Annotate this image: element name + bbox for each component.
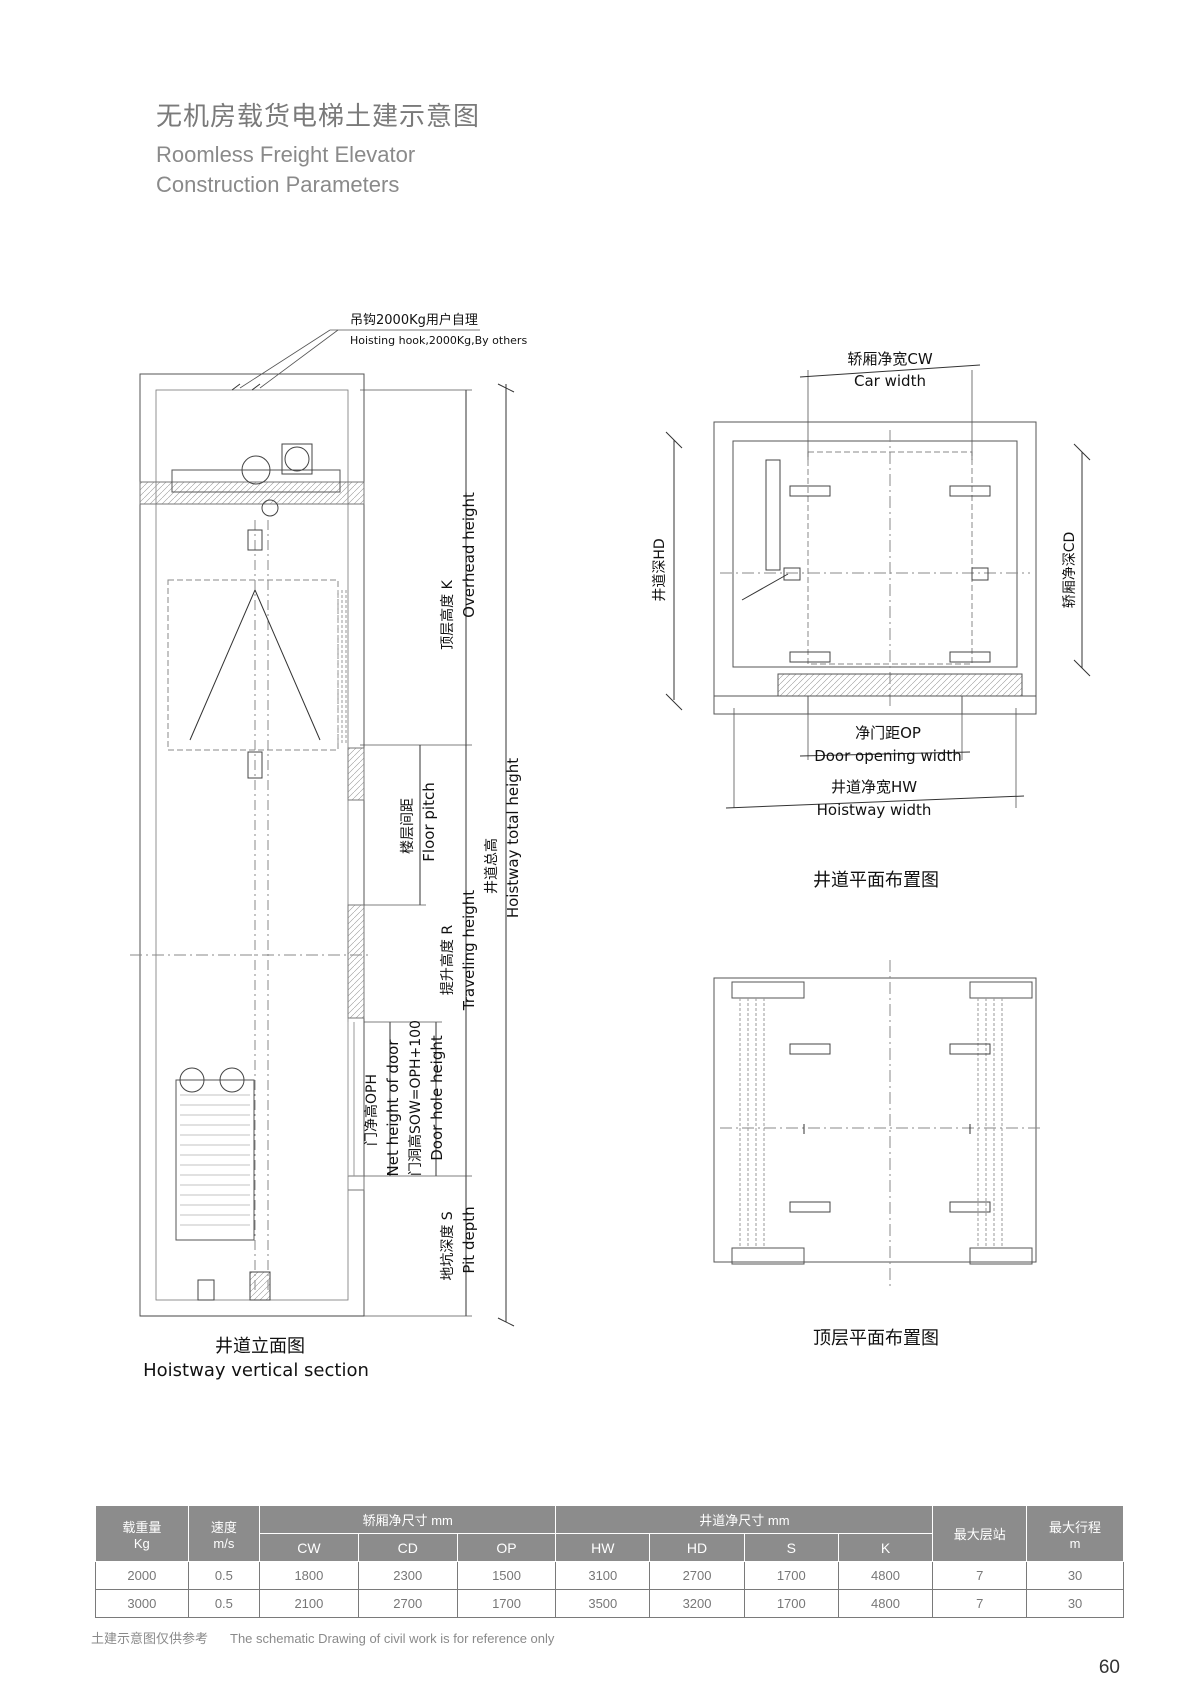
top-floor-plan-drawing <box>713 960 1040 1290</box>
header-speed-cn: 速度 <box>210 1519 237 1535</box>
hook-label-cn: 吊钩2000Kg用户自理 <box>350 312 478 328</box>
header-max-travel: 最大行程 m <box>1026 1505 1124 1562</box>
table-cell: 1700 <box>743 1589 839 1618</box>
pit-depth-label-cn: 地坑深度 S <box>440 1211 456 1280</box>
hoistway-plan-caption: 井道平面布置图 <box>813 870 939 891</box>
header-k: K <box>837 1533 934 1562</box>
table-cell: 2100 <box>259 1589 359 1618</box>
oph-label-en: Net height of door <box>384 1039 402 1177</box>
vertical-section-drawing <box>130 329 515 1327</box>
page-number: 60 <box>1098 1657 1120 1678</box>
table-cell: 2000 <box>95 1561 189 1590</box>
hoistway-width-label-cn: 井道净宽HW <box>831 778 917 796</box>
table-row: 2000 0.5 1800 2300 1500 3100 2700 1700 4… <box>95 1561 1124 1590</box>
table-cell: 3000 <box>95 1589 189 1618</box>
hoistway-depth-label: 井道深HD <box>652 538 668 601</box>
table-cell: 0.5 <box>187 1561 261 1590</box>
footnote: 土建示意图仅供参考 The schematic Drawing of civil … <box>91 1628 554 1647</box>
sow-label-cn: 门洞高SOW=OPH+100 <box>407 1020 424 1176</box>
car-width-label-en: Car width <box>854 372 926 390</box>
pit-depth-label-en: Pit depth <box>460 1206 478 1273</box>
vertical-section-caption-en: Hoistway vertical section <box>143 1360 369 1381</box>
header-speed-unit: m/s <box>213 1535 235 1551</box>
car-width-label-cn: 轿厢净宽CW <box>847 350 932 368</box>
header-max-travel-cn: 最大行程 <box>1049 1519 1102 1535</box>
table-cell: 1700 <box>456 1589 557 1618</box>
table-cell: 30 <box>1026 1561 1124 1590</box>
header-s: S <box>743 1533 839 1562</box>
header-hd: HD <box>649 1533 745 1562</box>
floor-pitch-label-cn: 楼层间距 <box>400 798 416 854</box>
table-cell: 3100 <box>555 1561 651 1590</box>
header-max-stops: 最大层站 <box>932 1505 1028 1562</box>
door-opening-label-cn: 净门距OP <box>855 724 921 742</box>
header-car-group: 轿厢净尺寸 mm <box>259 1505 557 1534</box>
floor-pitch-label-en: Floor pitch <box>420 782 438 861</box>
vertical-section-caption-cn: 井道立面图 <box>215 1336 305 1357</box>
table-row: 3000 0.5 2100 2700 1700 3500 3200 1700 4… <box>95 1589 1124 1618</box>
header-cd: CD <box>357 1533 458 1562</box>
table-cell: 3200 <box>649 1589 745 1618</box>
header-speed: 速度 m/s <box>187 1505 261 1562</box>
sow-label-en: Door hole height <box>428 1035 446 1161</box>
footnote-cn: 土建示意图仅供参考 <box>91 1632 209 1647</box>
title-en-line2: Construction Parameters <box>156 172 400 197</box>
overhead-label-en: Overhead height <box>460 492 478 618</box>
hoistway-width-label-en: Hoistway width <box>817 801 932 819</box>
travel-height-label-cn: 提升高度 R <box>439 925 456 995</box>
table-cell: 4800 <box>837 1589 934 1618</box>
total-height-label-cn: 井道总高 <box>483 838 500 894</box>
page-title-cn: 无机房载货电梯土建示意图 <box>156 102 481 132</box>
overhead-label-cn: 顶层高度 K <box>439 579 456 649</box>
spec-table: 载重量 Kg 速度 m/s 轿厢净尺寸 mm 井道净尺寸 mm 最大层站 最大行… <box>95 1505 1124 1618</box>
table-cell: 30 <box>1026 1589 1124 1618</box>
table-cell: 0.5 <box>187 1589 261 1618</box>
header-shaft-group: 井道净尺寸 mm <box>555 1505 934 1534</box>
table-cell: 2700 <box>649 1561 745 1590</box>
header-max-travel-unit: m <box>1069 1535 1081 1551</box>
header-load: 载重量 Kg <box>95 1505 189 1562</box>
hoistway-plan-drawing <box>665 364 1091 809</box>
title-en-line1: Roomless Freight Elevator <box>156 142 416 167</box>
header-hw: HW <box>555 1533 651 1562</box>
top-floor-plan-caption: 顶层平面布置图 <box>813 1328 939 1349</box>
header-cw: CW <box>259 1533 359 1562</box>
table-cell: 2300 <box>357 1561 458 1590</box>
header-load-unit: Kg <box>133 1535 150 1551</box>
table-cell: 1500 <box>456 1561 557 1590</box>
table-cell: 2700 <box>357 1589 458 1618</box>
oph-label-cn: 门净高OPH <box>363 1074 380 1146</box>
travel-height-label-en: Traveling height <box>460 890 478 1011</box>
total-height-label-en: Hoistway total height <box>504 758 522 918</box>
header-op: OP <box>456 1533 557 1562</box>
page-title-en: Roomless Freight Elevator Construction P… <box>156 140 415 200</box>
footnote-en: The schematic Drawing of civil work is f… <box>230 1631 555 1646</box>
door-opening-label-en: Door opening width <box>814 747 962 765</box>
table-cell: 3500 <box>555 1589 651 1618</box>
table-cell: 4800 <box>837 1561 934 1590</box>
table-cell: 7 <box>932 1561 1028 1590</box>
car-depth-label: 轿厢净深CD <box>1062 532 1078 609</box>
table-cell: 1700 <box>743 1561 839 1590</box>
hook-label-en: Hoisting hook,2000Kg,By others <box>350 334 527 347</box>
table-cell: 7 <box>932 1589 1028 1618</box>
table-cell: 1800 <box>259 1561 359 1590</box>
header-load-cn: 载重量 <box>122 1519 162 1535</box>
